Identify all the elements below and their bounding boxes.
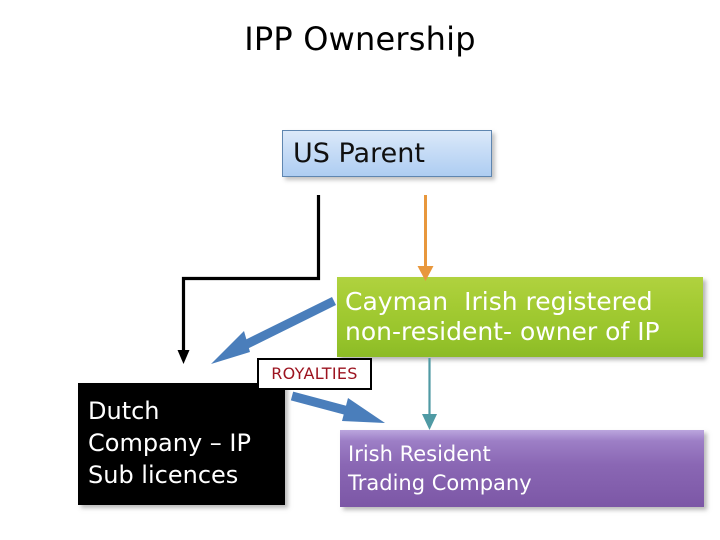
- blue-diagonal-arrow-down-right: [290, 391, 385, 423]
- node-dutch-line-3: Sub licences: [88, 460, 239, 489]
- node-cayman-irish-registered[interactable]: Cayman Irish registered non-resident- own…: [337, 277, 703, 357]
- node-cayman-line-2: non-resident- owner of IP: [345, 317, 660, 346]
- node-irish-line-2: Trading Company: [348, 470, 532, 495]
- page-title: IPP Ownership: [244, 20, 476, 58]
- node-dutch-company[interactable]: Dutch Company – IP Sub licences: [78, 383, 285, 505]
- node-irish-line-1: Irish Resident: [348, 442, 491, 467]
- node-dutch-line-2: Company – IP: [88, 429, 251, 458]
- node-dutch-line-1: Dutch: [88, 397, 160, 426]
- orange-down-arrow: [417, 195, 434, 281]
- blue-diagonal-arrow-down-left: [211, 296, 336, 364]
- node-cayman-line-1b: Irish registered: [464, 286, 653, 316]
- label-royalties[interactable]: ROYALTIES: [257, 358, 372, 390]
- label-royalties-text: ROYALTIES: [271, 364, 358, 383]
- teal-down-arrow: [422, 358, 437, 430]
- node-cayman-line-1a: Cayman: [345, 286, 449, 316]
- node-us-parent[interactable]: US Parent: [282, 130, 492, 177]
- node-us-parent-label: US Parent: [293, 138, 425, 169]
- black-elbow-arrow: [177, 195, 321, 364]
- node-irish-resident-trading-company[interactable]: Irish Resident Trading Company: [340, 430, 704, 507]
- node-cayman-line-1: Cayman Irish registered: [345, 287, 697, 318]
